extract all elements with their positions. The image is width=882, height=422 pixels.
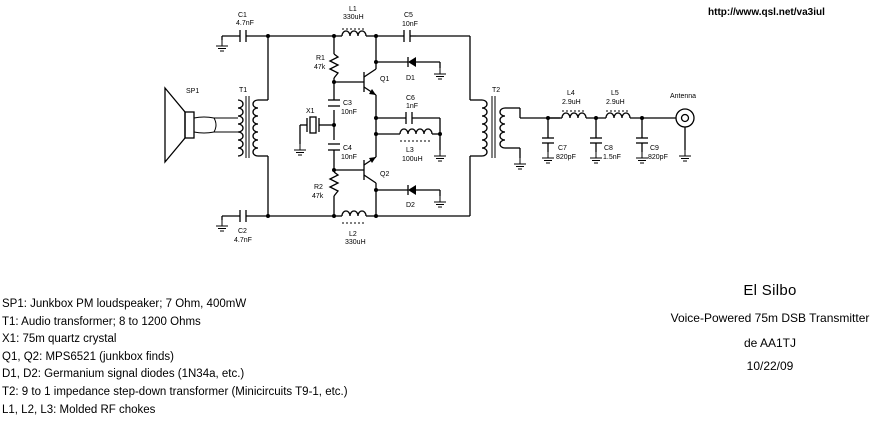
transformer-t1 xyxy=(214,36,269,216)
parts-list-item: T1: Audio transformer; 8 to 1200 Ohms xyxy=(2,315,201,328)
title-block: El Silbo Voice-Powered 75m DSB Transmitt… xyxy=(628,282,882,373)
crystal-x1 xyxy=(293,116,334,156)
resistor-r2 xyxy=(328,171,340,197)
capacitor-c1 xyxy=(215,30,268,52)
l5-value: 2.9uH xyxy=(606,99,625,106)
c6-label: C6 xyxy=(406,95,415,102)
t2-label: T2 xyxy=(492,87,500,94)
inductor-l1 xyxy=(334,28,376,37)
inductor-l3 xyxy=(399,118,447,162)
d1-label: D1 xyxy=(406,75,415,82)
inductor-l5 xyxy=(605,110,631,119)
t1-label: T1 xyxy=(239,87,247,94)
ground-symbol xyxy=(589,151,603,164)
l3-label: L3 xyxy=(406,147,414,154)
parts-list-item: L1, L2, L3: Molded RF chokes xyxy=(2,403,156,416)
q1-label: Q1 xyxy=(380,76,389,83)
transistor-q1 xyxy=(334,36,377,116)
speaker-sp1 xyxy=(164,86,217,164)
l1-label: L1 xyxy=(349,6,357,13)
ground-symbol xyxy=(541,151,555,164)
capacitor-c3 xyxy=(328,99,340,107)
diode-d1 xyxy=(374,57,447,80)
source-url: http://www.qsl.net/va3iul xyxy=(708,7,825,18)
parts-list-item: Q1, Q2: MPS6521 (junkbox finds) xyxy=(2,350,174,363)
l2-label: L2 xyxy=(349,231,357,238)
emitter-network xyxy=(374,116,406,136)
x1-label: X1 xyxy=(306,108,315,115)
l5-label: L5 xyxy=(611,90,619,97)
circuit-subtitle: Voice-Powered 75m DSB Transmitter xyxy=(670,311,870,325)
c4-label: C4 xyxy=(343,145,352,152)
c9-value: 820pF xyxy=(648,154,668,161)
l4-label: L4 xyxy=(567,90,575,97)
output-filter-wiring xyxy=(546,116,676,120)
ground-symbol xyxy=(215,39,229,52)
antenna-connector-icon xyxy=(675,108,695,162)
ground-symbol xyxy=(513,157,527,170)
transformer-t2 xyxy=(469,36,560,216)
ground-symbol xyxy=(678,149,692,162)
bottom-rail xyxy=(266,214,470,218)
resistor-r1 xyxy=(328,53,340,79)
c8-label: C8 xyxy=(604,145,613,152)
ground-symbol xyxy=(635,151,649,164)
r2-value: 47k xyxy=(312,193,324,200)
c1-value: 4.7nF xyxy=(236,20,254,27)
q2-label: Q2 xyxy=(380,171,389,178)
capacitor-c6 xyxy=(405,112,440,124)
capacitor-c2 xyxy=(215,210,268,232)
capacitor-c5 xyxy=(403,30,416,42)
c8-value: 1.5nF xyxy=(603,154,621,161)
circuit-schematic: C1 4.7nF L1 330uH C5 10nF C2 4.7nF xyxy=(164,6,696,246)
c6-value: 1nF xyxy=(406,103,418,110)
inductor-l2 xyxy=(334,210,376,224)
ground-symbol xyxy=(293,143,307,156)
c7-value: 820pF xyxy=(556,154,576,161)
ground-symbol xyxy=(433,149,447,162)
parts-list: SP1: Junkbox PM loudspeaker; 7 Ohm, 400m… xyxy=(2,296,348,419)
c2-value: 4.7nF xyxy=(234,237,252,244)
c5-value: 10nF xyxy=(402,21,418,28)
ground-symbol xyxy=(433,67,447,80)
c5-label: C5 xyxy=(404,12,413,19)
date-label: 10/22/09 xyxy=(746,359,794,373)
parts-list-item: SP1: Junkbox PM loudspeaker; 7 Ohm, 400m… xyxy=(2,298,247,310)
r1-label: R1 xyxy=(316,55,325,62)
author-callsign: de AA1TJ xyxy=(743,336,797,350)
r1-value: 47k xyxy=(314,64,326,71)
capacitor-c8 xyxy=(589,118,603,164)
c7-label: C7 xyxy=(558,145,567,152)
l1-value: 330uH xyxy=(343,14,364,21)
l2-value: 330uH xyxy=(345,239,366,246)
antenna-label: Antenna xyxy=(670,93,696,100)
capacitor-c7 xyxy=(541,118,555,164)
ground-symbol xyxy=(215,219,229,232)
c3-value: 10nF xyxy=(341,109,357,116)
l4-value: 2.9uH xyxy=(562,99,581,106)
inductor-l4 xyxy=(561,110,587,119)
parts-list-item: D1, D2: Germanium signal diodes (1N34a, … xyxy=(2,368,245,381)
parts-list-item: X1: 75m quartz crystal xyxy=(2,333,117,346)
transistor-q2 xyxy=(334,136,377,216)
c9-label: C9 xyxy=(650,145,659,152)
circuit-title: El Silbo xyxy=(743,282,797,299)
sp1-label: SP1 xyxy=(186,88,199,95)
parts-list-item: T2: 9 to 1 impedance step-down transform… xyxy=(2,385,348,398)
r2-label: R2 xyxy=(314,184,323,191)
c4-value: 10nF xyxy=(341,154,357,161)
d2-label: D2 xyxy=(406,202,415,209)
l3-value: 100uH xyxy=(402,156,423,163)
c3-label: C3 xyxy=(343,100,352,107)
capacitor-c9 xyxy=(635,118,649,164)
c1-label: C1 xyxy=(238,12,247,19)
diode-d2 xyxy=(374,185,447,208)
c2-label: C2 xyxy=(238,228,247,235)
ground-symbol xyxy=(433,195,447,208)
capacitor-c4 xyxy=(328,143,340,151)
